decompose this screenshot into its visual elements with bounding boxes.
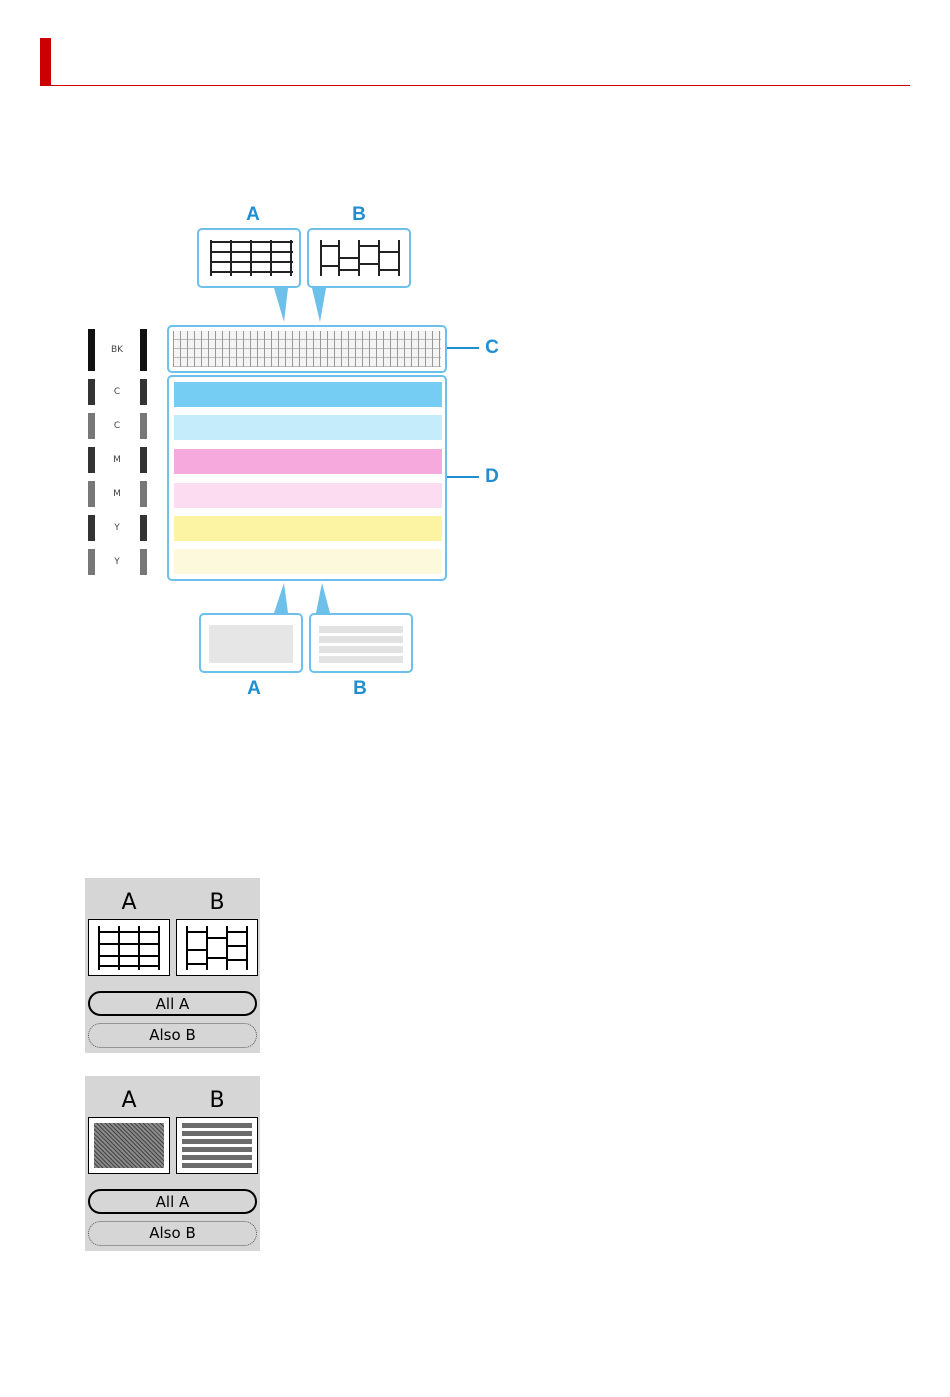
panel-pattern-b-button[interactable] [176,1117,258,1174]
band-light-yellow [174,549,442,574]
callout-top-a-box [197,228,301,288]
nozzle-check-diagram: A B [0,0,950,720]
solid-fill-pattern-icon [94,1123,164,1168]
bar-m-right [140,447,147,473]
bar-bk-left [88,329,95,371]
nozzle-bar-column: BK C C M M Y Y [80,325,160,580]
bar-y-right [140,515,147,541]
callout-top-b-box [307,228,411,288]
callout-bottom-pointers [260,581,340,615]
printer-panel-pattern-c: A B All A Also B [85,878,260,1053]
callout-top-pointers [260,286,340,326]
band-light-cyan [174,415,442,440]
all-a-button[interactable]: All A [88,1189,257,1214]
good-grid-pattern-a [199,230,299,286]
bar-label-light-y: Y [102,557,132,567]
bar-bk-right [140,329,147,371]
grid-pattern-a-icon [89,920,169,975]
bar-lc-left [88,413,95,439]
pattern-c-grid [173,331,441,367]
pattern-c-box [167,325,447,373]
bar-label-y: Y [102,523,132,533]
grid-pattern-b-icon [177,920,257,975]
band-yellow [174,516,442,541]
bar-y-left [88,515,95,541]
panel-letter-a: A [109,1088,149,1113]
pattern-d-letter: D [472,466,512,488]
band-magenta [174,449,442,474]
panel-pattern-a-button[interactable] [88,1117,170,1174]
callout-bottom-a-box [199,613,303,673]
bar-lm-right [140,481,147,507]
callout-bottom-a-letter: A [234,678,274,700]
bar-label-c: C [102,387,132,397]
band-light-magenta [174,483,442,508]
bar-c-left [88,379,95,405]
bar-c-right [140,379,147,405]
bar-label-m: M [102,455,132,465]
callout-bottom-b-box [309,613,413,673]
striped-pattern-b [319,625,403,663]
callout-top-b-letter: B [339,204,379,226]
band-cyan [174,382,442,407]
callout-top-a-letter: A [233,204,273,226]
bad-grid-pattern-b [309,230,409,286]
printer-panel-pattern-d: A B All A Also B [85,1076,260,1251]
panel-letter-b: B [197,1088,237,1113]
bar-m-left [88,447,95,473]
all-a-button[interactable]: All A [88,991,257,1016]
pattern-c-letter: C [472,337,512,359]
bar-label-light-m: M [102,489,132,499]
bar-ly-left [88,549,95,575]
panel-letter-b: B [197,890,237,915]
solid-pattern-a [209,625,293,663]
pattern-d-box [167,375,447,581]
callout-bottom-b-letter: B [340,678,380,700]
striped-fill-pattern-icon [182,1123,252,1168]
bar-lc-right [140,413,147,439]
also-b-button[interactable]: Also B [88,1221,257,1246]
panel-pattern-b-button[interactable] [176,919,258,976]
bar-label-light-c: C [102,421,132,431]
bar-label-bk: BK [102,345,132,355]
panel-pattern-a-button[interactable] [88,919,170,976]
also-b-button[interactable]: Also B [88,1023,257,1048]
bar-lm-left [88,481,95,507]
panel-letter-a: A [109,890,149,915]
bar-ly-right [140,549,147,575]
